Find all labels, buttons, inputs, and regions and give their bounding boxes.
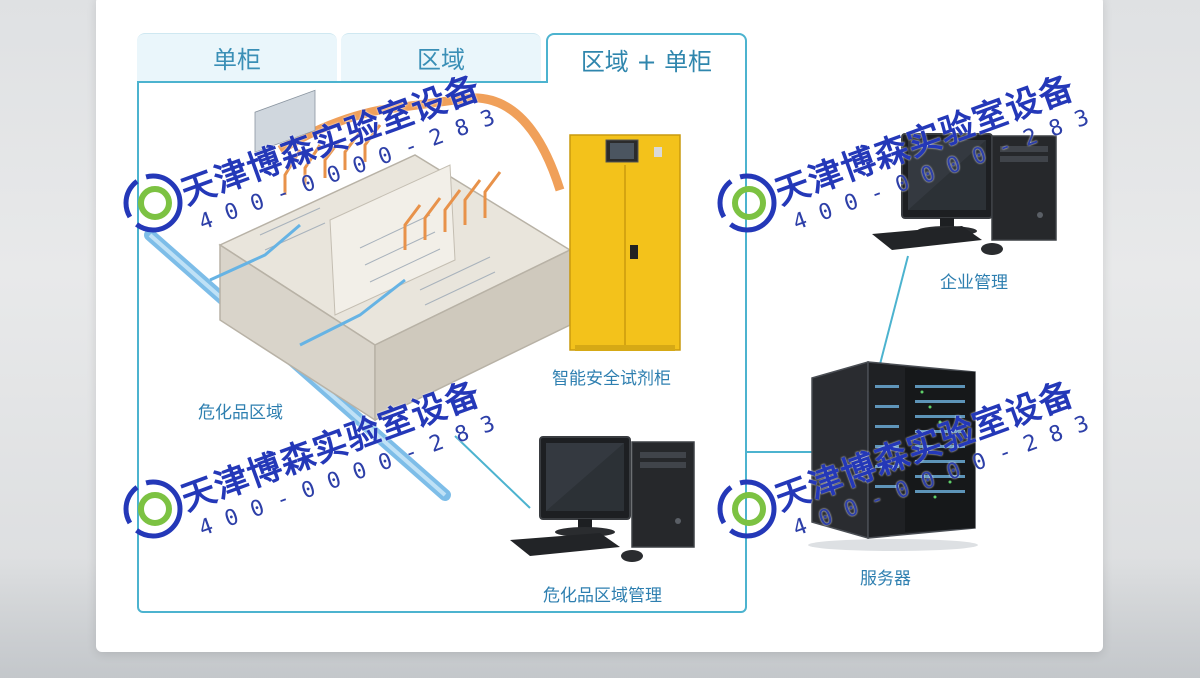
label-hazard-zone-mgmt: 危化品区域管理: [543, 586, 662, 606]
hazard-room: [209, 89, 572, 422]
label-server: 服务器: [860, 569, 911, 589]
tab-zone-plus-cabinet[interactable]: 区域 + 单柜: [546, 33, 747, 83]
orange-duct: [277, 93, 565, 192]
label-smart-cabinet: 智能安全试剂柜: [552, 369, 671, 389]
connector-server-enterprise: [877, 255, 909, 373]
connector-zone-pc: [454, 435, 531, 509]
tab-single-cabinet[interactable]: 单柜: [137, 33, 337, 81]
label-enterprise-mgmt: 企业管理: [940, 273, 1008, 293]
tab-zone[interactable]: 区域: [341, 33, 541, 81]
tab-bar: 单柜 区域 区域 + 单柜: [137, 33, 747, 83]
pc-enterprise: [872, 133, 1057, 255]
smart-cabinet-illustration: [569, 134, 681, 351]
label-hazard-zone: 危化品区域: [198, 403, 283, 423]
server-rack-illustration: [808, 361, 978, 551]
pc-hazard-zone: [510, 436, 695, 562]
